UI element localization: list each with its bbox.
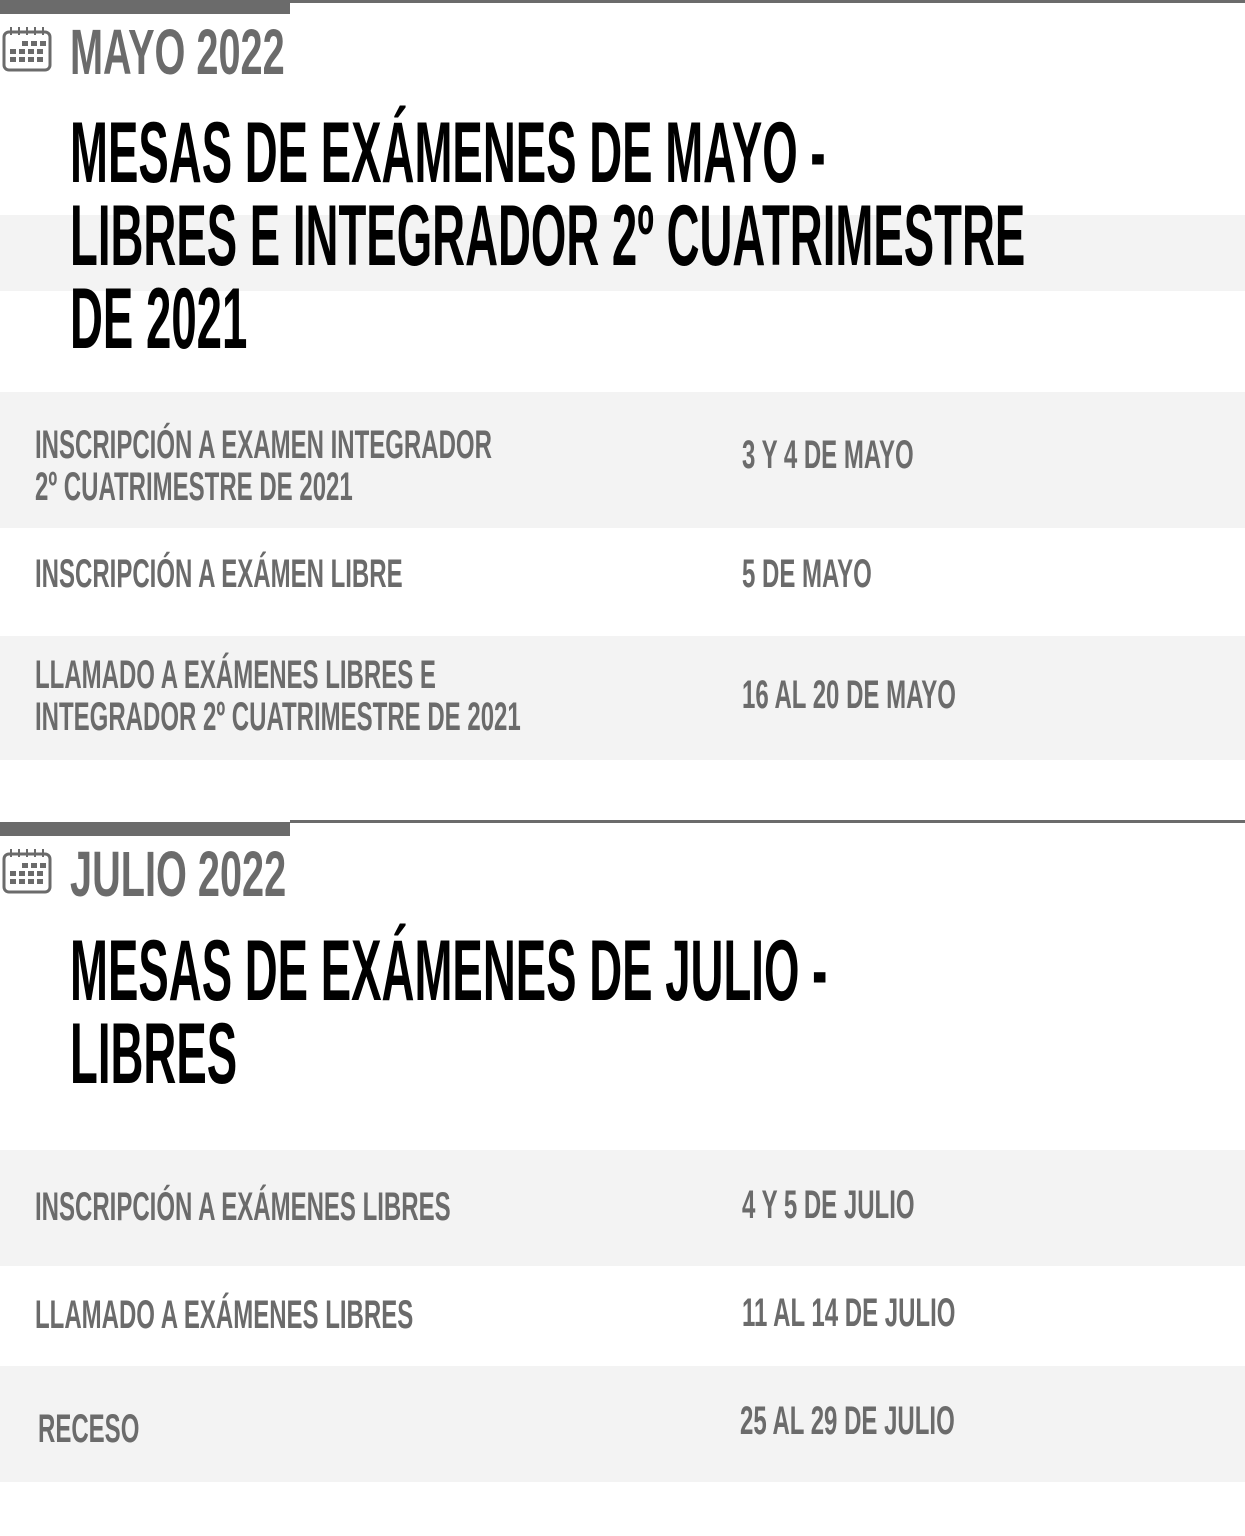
row-date: 16 AL 20 DE MAYO — [742, 674, 1098, 716]
page-title: MESAS DE EXÁMENES DE JULIO - LIBRES — [70, 923, 1245, 1102]
background-band — [0, 215, 1245, 291]
text-line: RECESO — [38, 1407, 140, 1451]
text-line: 2º CUATRIMESTRE DE 2021 — [35, 465, 353, 509]
text-line: INSCRIPCIÓN A EXÁMENES LIBRES — [35, 1185, 451, 1229]
table-row: INSCRIPCIÓN A EXÁMEN LIBRE 5 DE MAYO — [0, 528, 1245, 636]
table-row: RECESO 25 AL 29 DE JULIO — [0, 1366, 1245, 1482]
row-date: 25 AL 29 DE JULIO — [740, 1400, 1098, 1442]
text-line: INTEGRADOR 2º CUATRIMESTRE DE 2021 — [35, 695, 521, 739]
text-line: JULIO 2022 — [70, 838, 287, 910]
divider — [290, 820, 1245, 823]
text-line: INSCRIPCIÓN A EXAMEN INTEGRADOR — [35, 423, 492, 467]
text-line: 5 DE MAYO — [742, 552, 872, 596]
calendar-icon — [2, 27, 52, 72]
text-line: LIBRES E INTEGRADOR 2º CUATRIMESTRE — [70, 188, 1026, 284]
row-date: 3 Y 4 DE MAYO — [742, 434, 1028, 476]
text-line: MESAS DE EXÁMENES DE MAYO - — [70, 105, 826, 201]
text-line: 25 AL 29 DE JULIO — [740, 1399, 955, 1443]
text-line: 4 Y 5 DE JULIO — [742, 1183, 915, 1227]
text-line: INSCRIPCIÓN A EXÁMEN LIBRE — [35, 552, 403, 596]
row-label: INSCRIPCIÓN A EXÁMENES LIBRES — [35, 1186, 728, 1228]
section-bar — [0, 822, 290, 836]
text-line: LLAMADO A EXÁMENES LIBRES — [35, 1293, 414, 1337]
row-label: LLAMADO A EXÁMENES LIBRES — [35, 1294, 665, 1336]
text-line: MESAS DE EXÁMENES DE JULIO - — [70, 923, 828, 1019]
text-line: LLAMADO A EXÁMENES LIBRES E — [35, 653, 436, 697]
calendar-icon — [2, 849, 52, 894]
text-line: MAYO 2022 — [70, 16, 285, 88]
row-label: RECESO — [38, 1408, 207, 1450]
text-line: 3 Y 4 DE MAYO — [742, 433, 914, 477]
row-date: 5 DE MAYO — [742, 553, 958, 595]
page-title: MESAS DE EXÁMENES DE MAYO - LIBRES E INT… — [70, 105, 1245, 367]
row-label: INSCRIPCIÓN A EXÁMEN LIBRE — [35, 553, 648, 595]
table-row: INSCRIPCIÓN A EXÁMENES LIBRES 4 Y 5 DE J… — [0, 1150, 1245, 1266]
section-bar — [0, 0, 290, 14]
table-row: LLAMADO A EXÁMENES LIBRES 11 AL 14 DE JU… — [0, 1266, 1245, 1366]
text-line: 16 AL 20 DE MAYO — [742, 673, 956, 717]
text-line: DE 2021 — [70, 271, 248, 367]
section-heading: JULIO 2022 — [70, 842, 419, 906]
section-heading: MAYO 2022 — [70, 20, 416, 84]
text-line: 11 AL 14 DE JULIO — [742, 1291, 956, 1335]
text-line: LIBRES — [70, 1006, 238, 1102]
row-date: 4 Y 5 DE JULIO — [742, 1184, 1030, 1226]
divider — [290, 0, 1245, 3]
row-date: 11 AL 14 DE JULIO — [742, 1292, 1098, 1334]
